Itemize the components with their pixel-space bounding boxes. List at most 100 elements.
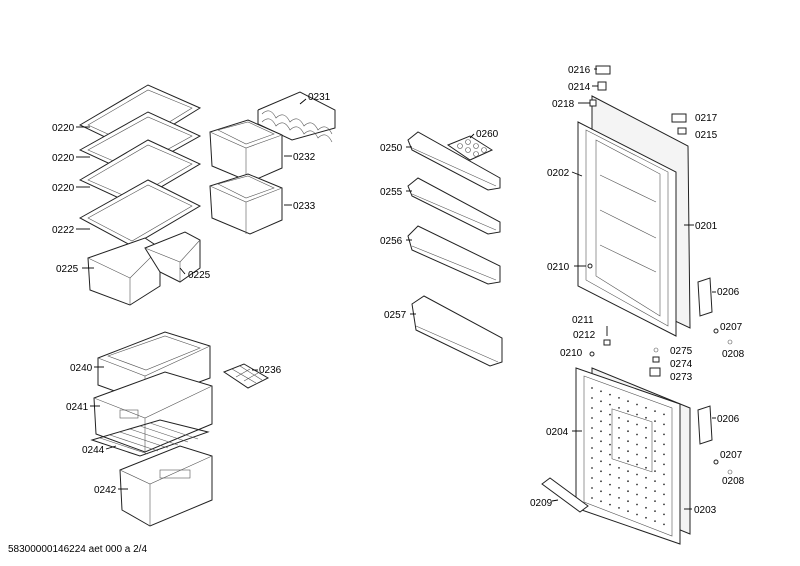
liner-dot — [591, 447, 593, 449]
liner-dot — [654, 440, 656, 442]
label-0260: 0260 — [476, 129, 499, 140]
liner-dot — [645, 516, 647, 519]
label-0207-upper: 0207 — [720, 322, 743, 333]
liner-dot — [591, 457, 593, 459]
lower-door-dots — [591, 387, 665, 526]
liner-dot — [609, 393, 611, 396]
bushing-0212 — [603, 339, 611, 346]
liner-dot — [591, 417, 593, 419]
liner-dot — [609, 453, 611, 456]
label-0203: 0203 — [694, 505, 717, 516]
liner-dot — [645, 406, 647, 409]
label-0217: 0217 — [695, 113, 718, 124]
liner-dot — [609, 503, 611, 506]
label-0209: 0209 — [530, 498, 553, 509]
liner-dot — [645, 446, 647, 449]
glass-shelf-4 — [78, 179, 202, 247]
liner-dot — [627, 480, 629, 483]
freezer-drawer-middle — [93, 371, 213, 453]
liner-dot — [636, 493, 638, 496]
liner-dot — [618, 497, 620, 499]
liner-dot — [609, 433, 611, 436]
liner-dot — [627, 400, 629, 403]
cover-0215 — [677, 127, 687, 135]
liner-dot — [627, 470, 629, 473]
wire-grid — [90, 419, 210, 457]
liner-dot — [600, 440, 602, 443]
liner-dot — [591, 387, 593, 389]
liner-dot — [627, 510, 629, 513]
liner-dot — [663, 503, 665, 506]
label-0222: 0222 — [52, 225, 75, 236]
kick-plate — [541, 477, 589, 513]
glass-shelf-3 — [78, 139, 202, 205]
liner-dot — [636, 453, 638, 456]
liner-dot — [663, 513, 665, 516]
liner-dot — [645, 426, 647, 429]
label-0274: 0274 — [670, 359, 693, 370]
liner-dot — [654, 460, 656, 462]
door-shelf-0256 — [407, 225, 501, 285]
label-0206-lower: 0206 — [717, 414, 740, 425]
liner-dot — [627, 460, 629, 463]
label-0250: 0250 — [380, 143, 403, 154]
liner-dot — [654, 490, 656, 492]
label-0236: 0236 — [259, 365, 282, 376]
label-0215: 0215 — [695, 130, 718, 141]
label-0225-2: 0225 — [188, 270, 211, 281]
liner-dot — [663, 453, 665, 456]
liner-dot — [636, 513, 638, 516]
liner-dot — [591, 467, 593, 469]
crisper-box-left — [87, 237, 161, 306]
liner-dot — [645, 456, 647, 459]
liner-dot — [609, 413, 611, 416]
label-0212: 0212 — [573, 330, 596, 341]
screw-0207-lower — [713, 459, 719, 465]
label-0242: 0242 — [94, 485, 117, 496]
liner-dot — [636, 403, 638, 406]
liner-dot — [609, 493, 611, 496]
liner-dot — [618, 467, 620, 469]
label-0232: 0232 — [293, 152, 316, 163]
label-0211: 0211 — [572, 315, 594, 326]
label-0208-lower: 0208 — [722, 476, 745, 487]
liner-dot — [618, 427, 620, 429]
liner-dot — [645, 506, 647, 509]
crisper-box-right — [144, 231, 201, 283]
ice-tray — [222, 363, 270, 389]
liner-dot — [654, 500, 656, 502]
label-0218: 0218 — [552, 99, 575, 110]
door-shelf-0257 — [411, 295, 503, 367]
upper-door-gasket — [577, 121, 677, 337]
label-0206-upper: 0206 — [717, 287, 740, 298]
liner-dot — [654, 520, 656, 522]
egg-tray — [446, 135, 494, 161]
liner-dot — [600, 390, 602, 393]
liner-dot — [618, 507, 620, 509]
liner-dot — [618, 407, 620, 409]
label-0208-upper: 0208 — [722, 349, 745, 360]
label-0225-1: 0225 — [56, 264, 79, 275]
label-0257: 0257 — [384, 310, 407, 321]
liner-dot — [627, 410, 629, 413]
liner-dot — [600, 400, 602, 403]
liner-dot — [591, 397, 593, 399]
liner-dot — [600, 500, 602, 503]
liner-dot — [636, 463, 638, 466]
label-0204: 0204 — [546, 427, 569, 438]
liner-dot — [600, 450, 602, 453]
washer-0208-upper — [727, 339, 733, 345]
liner-dot — [636, 433, 638, 436]
liner-dot — [618, 457, 620, 459]
door-shelf-0255 — [407, 177, 501, 235]
liner-dot — [663, 493, 665, 496]
liner-dot — [600, 460, 602, 463]
small-box-upper — [209, 119, 283, 183]
liner-dot — [654, 450, 656, 452]
label-0256: 0256 — [380, 236, 403, 247]
label-0214: 0214 — [568, 82, 591, 93]
label-0233: 0233 — [293, 201, 316, 212]
hinge-pin-0218 — [589, 99, 597, 107]
liner-dot — [591, 437, 593, 439]
liner-dot — [591, 477, 593, 479]
